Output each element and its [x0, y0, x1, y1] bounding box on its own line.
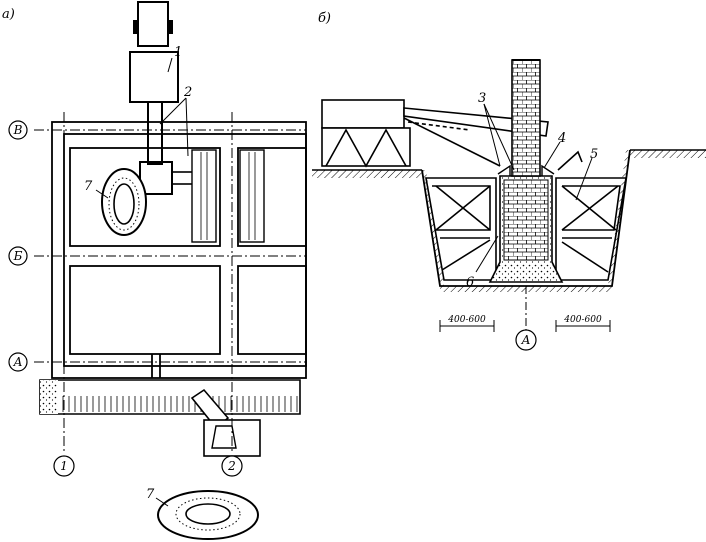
axis-marker-1: 1: [53, 455, 75, 477]
svg-text:А: А: [12, 355, 22, 369]
dimension-right: 400-600: [555, 315, 611, 332]
excavator-top: [129, 1, 209, 195]
callout-6: 6: [466, 275, 474, 290]
axis-marker-v: В: [8, 120, 28, 140]
foundation: [488, 175, 564, 283]
svg-text:Б: Б: [13, 249, 23, 263]
dimension-left: 400-600: [439, 315, 495, 332]
strip-foundations: [51, 121, 307, 379]
axis-marker-b: Б: [8, 246, 28, 266]
axis-marker-2: 2: [221, 455, 243, 477]
soil-heap-lower: [157, 490, 259, 540]
svg-text:А: А: [520, 333, 530, 347]
callout-7: 7: [84, 179, 93, 194]
plan-view: В Б А 1 2 1 2 7 7: [8, 1, 307, 540]
brick-column: [511, 59, 541, 177]
svg-text:400-600: 400-600: [563, 315, 602, 325]
axis-marker-a: А: [8, 352, 28, 372]
svg-text:400-600: 400-600: [447, 315, 486, 325]
callout-4: 4: [557, 131, 566, 146]
svg-text:2: 2: [227, 459, 236, 473]
callout-2: 2: [183, 85, 192, 100]
axis-marker-section-a: А: [515, 329, 537, 351]
section-view: А 400-600 400-600 3 4 5 6: [312, 59, 706, 351]
callout-5: 5: [590, 147, 598, 162]
bottom-scale-bar: [39, 379, 301, 415]
svg-text:В: В: [13, 123, 23, 137]
panel-b-label: б): [318, 11, 331, 26]
soil-heap-upper: [101, 168, 147, 236]
svg-text:1: 1: [60, 459, 68, 473]
shoring-right: [555, 150, 627, 281]
callout-7-lower: 7: [146, 487, 155, 502]
callout-1: 1: [174, 45, 182, 60]
callout-3: 3: [478, 91, 486, 106]
panel-a-label: а): [2, 7, 15, 22]
